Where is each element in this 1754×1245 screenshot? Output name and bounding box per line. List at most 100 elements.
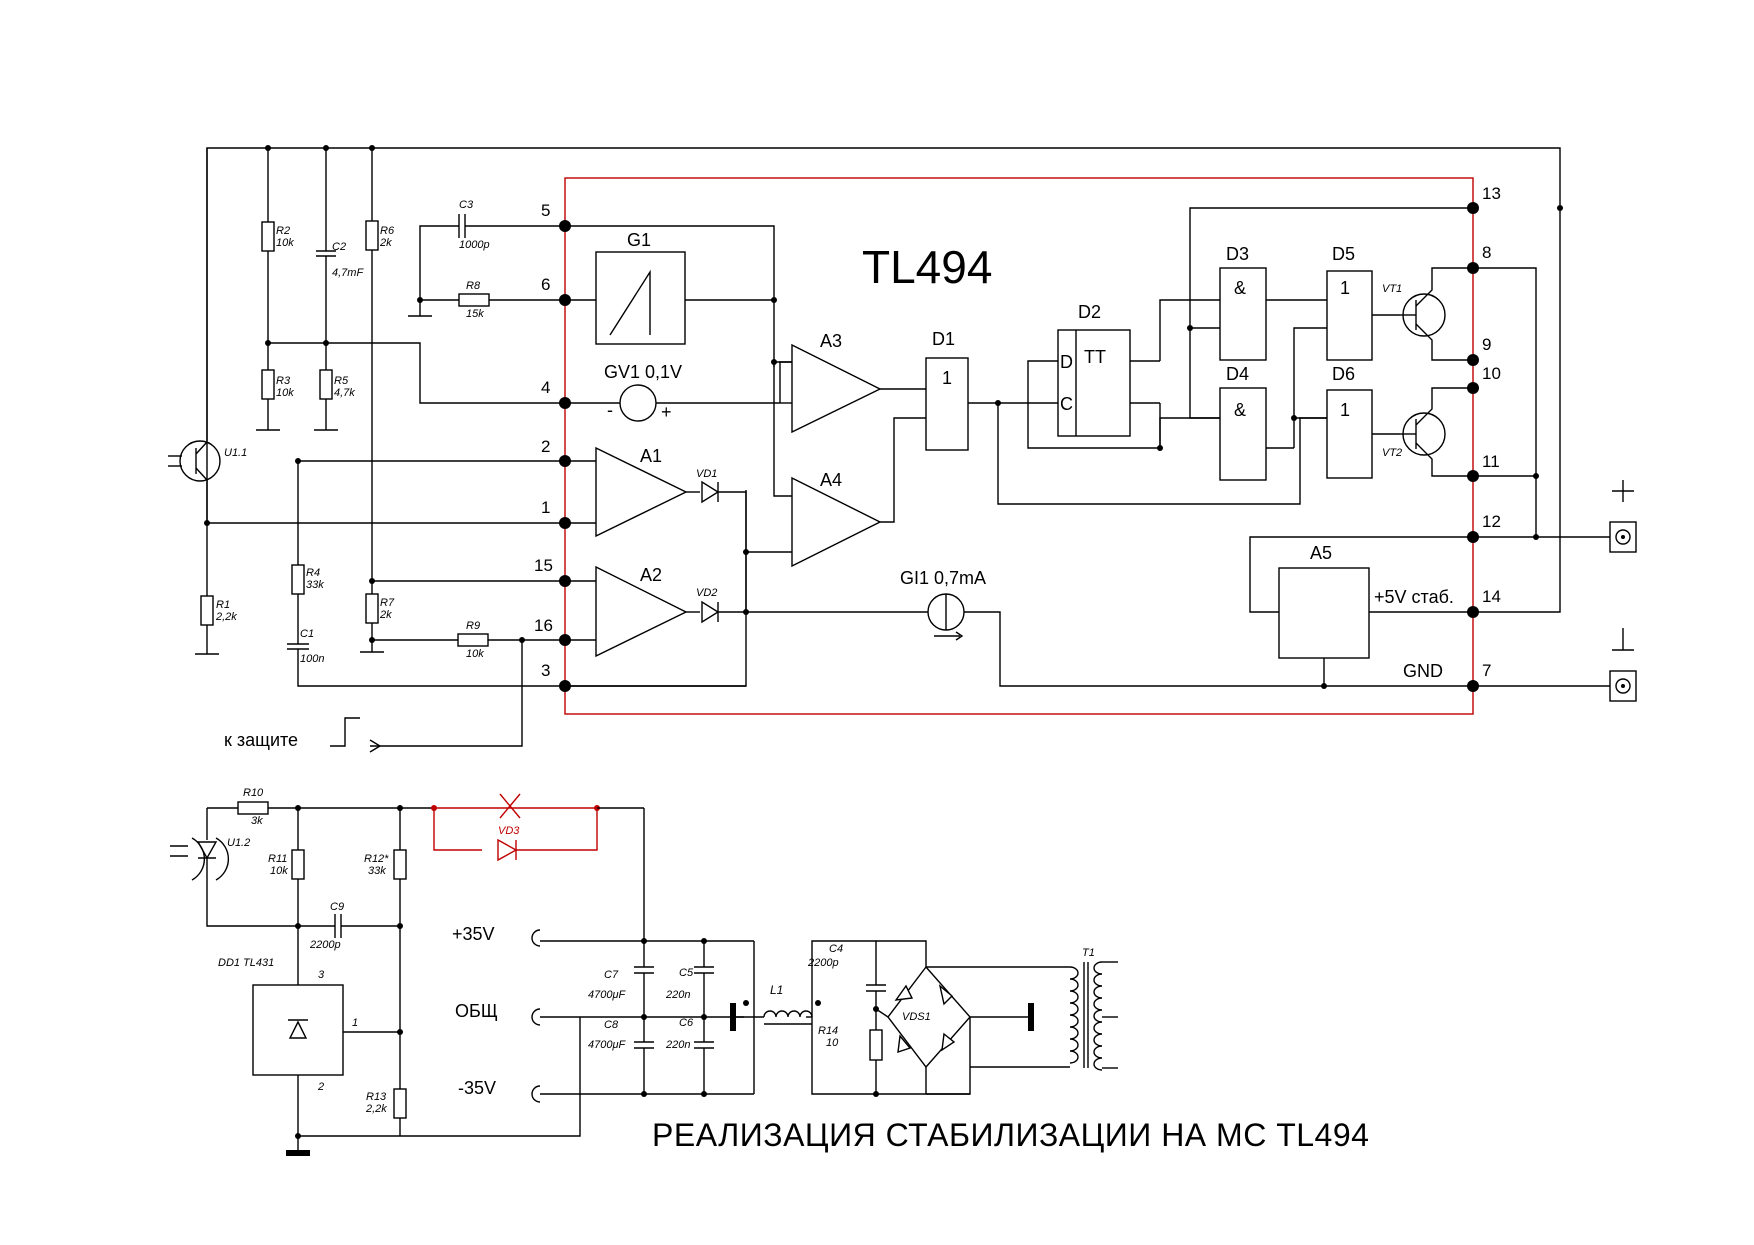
pin-16: 16 (534, 616, 553, 635)
r7-value: 2k (379, 609, 392, 621)
r1-label: R1 (216, 599, 230, 611)
r10-value: 3k (251, 815, 263, 827)
a4-label: A4 (820, 470, 842, 490)
v35m-label: -35V (458, 1078, 496, 1098)
d2-d: D (1060, 352, 1073, 372)
d4-label: D4 (1226, 364, 1249, 384)
chip-outline (564, 177, 1474, 715)
d6-label: D6 (1332, 364, 1355, 384)
dd1-pin1: 1 (352, 1017, 358, 1029)
c5-value: 220n (665, 989, 690, 1001)
gv1-minus: - (607, 400, 613, 420)
d3-label: D3 (1226, 244, 1249, 264)
left-network (168, 145, 1561, 753)
vds1-label: VDS1 (902, 1011, 931, 1023)
u12-label: U1.2 (227, 837, 250, 849)
r1-value: 2,2k (215, 611, 237, 623)
vd1-label: VD1 (696, 468, 717, 480)
d2-tt: TT (1084, 347, 1106, 367)
c4-label: C4 (829, 943, 843, 955)
vd2-label: VD2 (696, 587, 717, 599)
r3-label: R3 (276, 375, 291, 387)
gnd-label: GND (1403, 661, 1443, 681)
power-section (170, 793, 1118, 1156)
pin-11: 11 (1482, 452, 1500, 471)
c6-label: C6 (679, 1017, 694, 1029)
r9-label: R9 (466, 620, 480, 632)
d2-label: D2 (1078, 302, 1101, 322)
c6-value: 220n (665, 1039, 690, 1051)
r8-label: R8 (466, 280, 481, 292)
c5-label: C5 (679, 967, 694, 979)
d3-symbol: & (1234, 278, 1246, 298)
c4-value: 2200p (807, 957, 839, 969)
r2-label: R2 (276, 225, 290, 237)
caption: РЕАЛИЗАЦИЯ СТАБИЛИЗАЦИИ НА МС TL494 (652, 1117, 1369, 1153)
d5-symbol: 1 (1340, 278, 1350, 298)
pin-4: 4 (541, 378, 550, 397)
pin-9: 9 (1482, 335, 1491, 354)
c8-label: C8 (604, 1019, 619, 1031)
pin-3: 3 (541, 661, 550, 680)
pin-7: 7 (1482, 661, 1491, 680)
r7-label: R7 (380, 597, 395, 609)
dd1-pin2: 2 (317, 1081, 324, 1093)
c1-label: C1 (300, 628, 314, 640)
c2-value: 4,7mF (332, 267, 364, 279)
common-label: ОБЩ (455, 1001, 498, 1021)
pin-dots (559, 202, 1479, 692)
pin-13: 13 (1482, 184, 1501, 203)
a1-label: A1 (640, 446, 662, 466)
d1-label: D1 (932, 329, 955, 349)
r9-value: 10k (466, 648, 484, 660)
d5-label: D5 (1332, 244, 1355, 264)
chip-internals (565, 205, 1637, 702)
r13-label: R13 (366, 1091, 387, 1103)
r10-label: R10 (243, 787, 264, 799)
u11-label: U1.1 (224, 447, 247, 459)
protect-label: к защите (224, 730, 298, 750)
vt1-label: VT1 (1382, 283, 1402, 295)
gv1-label: GV1 0,1V (604, 362, 682, 382)
r12-value: 33k (368, 865, 386, 877)
c1-value: 100n (300, 653, 324, 665)
l1-label: L1 (770, 983, 783, 997)
r3-value: 10k (276, 387, 294, 399)
d1-symbol: 1 (942, 368, 952, 388)
plus5-label: +5V стаб. (1374, 587, 1454, 607)
gv1-plus: + (661, 402, 672, 422)
pin-6: 6 (541, 275, 550, 294)
c8-value: 4700μF (588, 1039, 626, 1051)
r4-value: 33k (306, 579, 324, 591)
a5-label: A5 (1310, 543, 1332, 563)
r5-label: R5 (334, 375, 349, 387)
c3-label: C3 (459, 199, 474, 211)
r14-label: R14 (818, 1025, 838, 1037)
a3-label: A3 (820, 331, 842, 351)
r2-value: 10k (276, 237, 294, 249)
chip-title: TL494 (862, 241, 992, 293)
c9-value: 2200p (309, 939, 341, 951)
r4-label: R4 (306, 567, 320, 579)
gi1-label: GI1 0,7mA (900, 568, 986, 588)
r8-value: 15k (466, 308, 484, 320)
c7-label: C7 (604, 969, 619, 981)
r14-value: 10 (826, 1037, 839, 1049)
r11-value: 10k (270, 865, 288, 877)
r11-label: R11 (268, 853, 287, 865)
c3-value: 1000p (459, 239, 490, 251)
a2-label: A2 (640, 565, 662, 585)
c7-value: 4700μF (588, 989, 626, 1001)
pin-5: 5 (541, 201, 550, 220)
pin-10: 10 (1482, 364, 1501, 383)
d4-symbol: & (1234, 400, 1246, 420)
v35p-label: +35V (452, 924, 495, 944)
c2-label: C2 (332, 241, 346, 253)
r13-value: 2,2k (365, 1103, 387, 1115)
g1-label: G1 (627, 230, 651, 250)
d6-symbol: 1 (1340, 400, 1350, 420)
pin-2: 2 (541, 437, 550, 456)
c9-label: C9 (330, 901, 344, 913)
r5-value: 4,7k (334, 387, 355, 399)
